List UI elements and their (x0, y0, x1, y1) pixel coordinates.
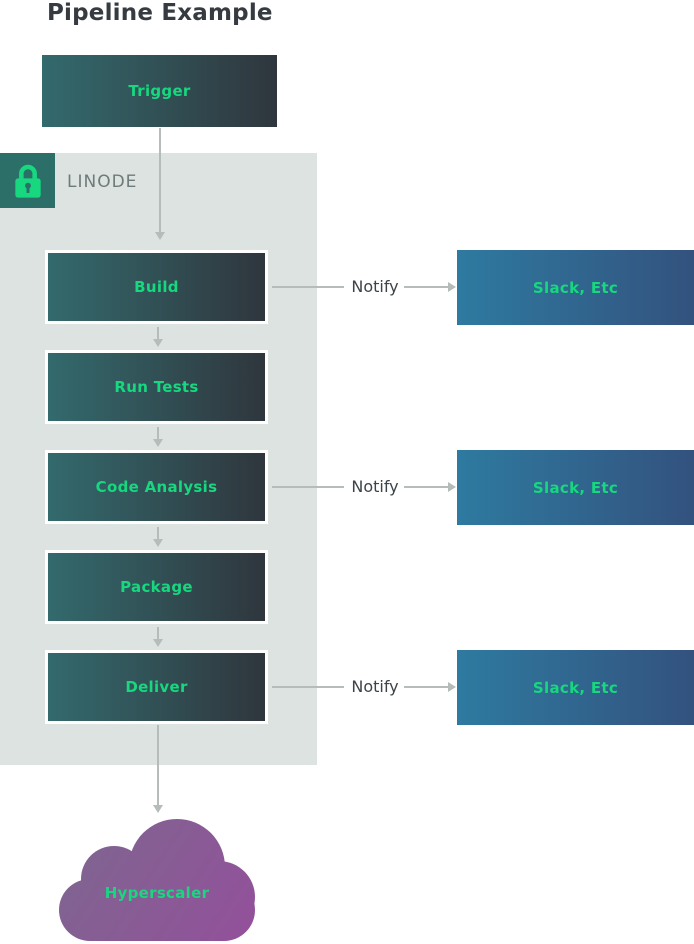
arrow-build-to-run-tests (153, 327, 163, 347)
lock-icon (14, 164, 41, 198)
arrow-trigger-to-build (155, 128, 165, 240)
node-deliver: Deliver (45, 650, 268, 724)
linode-label: LINODE (67, 172, 138, 192)
node-slack-3: Slack, Etc (457, 650, 694, 725)
arrow-notify-to-slack-2 (404, 482, 456, 492)
node-build: Build (45, 250, 268, 324)
arrow-notify-to-slack-3 (404, 682, 456, 692)
lock-badge (0, 153, 55, 208)
line-code-analysis-to-notify (272, 486, 344, 488)
notify-label-3: Notify (351, 677, 399, 696)
node-run-tests: Run Tests (45, 350, 268, 424)
node-slack-1: Slack, Etc (457, 250, 694, 325)
notify-label-1: Notify (351, 277, 399, 296)
node-package: Package (45, 550, 268, 624)
notify-label-2: Notify (351, 477, 399, 496)
arrow-package-to-deliver (153, 627, 163, 647)
node-slack-2: Slack, Etc (457, 450, 694, 525)
arrow-notify-to-slack-1 (404, 282, 456, 292)
arrow-code-analysis-to-package (153, 527, 163, 547)
line-deliver-to-notify (272, 686, 344, 688)
node-code-analysis: Code Analysis (45, 450, 268, 524)
node-trigger: Trigger (42, 55, 277, 127)
arrow-run-tests-to-code-analysis (153, 427, 163, 447)
hyperscaler-cloud (59, 819, 255, 941)
line-build-to-notify (272, 286, 344, 288)
cloud-icon (59, 819, 255, 941)
page-title: Pipeline Example (47, 0, 273, 26)
hyperscaler-label: Hyperscaler (104, 884, 210, 902)
arrow-deliver-to-hyperscaler (153, 725, 163, 813)
